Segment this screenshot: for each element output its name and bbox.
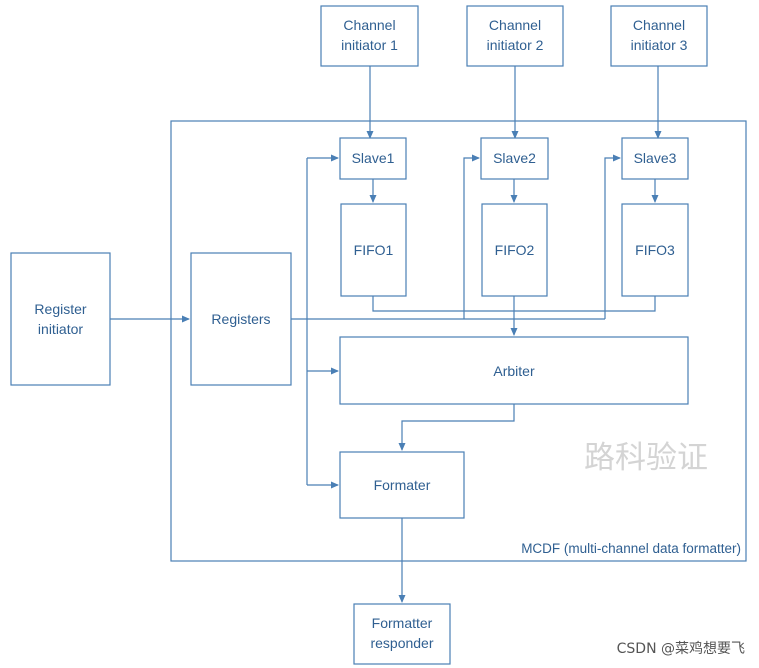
mcdf-container-label: MCDF (multi-channel data formatter) xyxy=(521,541,741,556)
arbiter-label: Arbiter xyxy=(493,363,535,379)
fifo-1: FIFO1 xyxy=(340,203,407,297)
registers-block: Registers xyxy=(190,252,292,386)
formater-label: Formater xyxy=(374,477,431,493)
slave-1: Slave1 xyxy=(339,137,407,180)
slave-3: Slave3 xyxy=(621,137,689,180)
watermark-text: 路科验证 xyxy=(584,440,708,476)
slave-3-label: Slave3 xyxy=(634,150,677,166)
register-initiator: Register initiator xyxy=(10,252,111,386)
register-initiator-line2: initiator xyxy=(38,321,83,337)
connector-arbiter-formater xyxy=(398,404,515,451)
register-initiator-line1: Register xyxy=(34,301,86,317)
registers-label: Registers xyxy=(211,311,270,327)
channel-initiator-3-line2: initiator 3 xyxy=(631,37,688,53)
formatter-responder-line2: responder xyxy=(370,635,433,651)
formatter-responder: Formatter responder xyxy=(353,603,451,665)
channel-initiator-3-line1: Channel xyxy=(633,17,685,33)
channel-initiator-1: Channel initiator 1 xyxy=(320,5,419,67)
channel-initiator-2: Channel initiator 2 xyxy=(466,5,564,67)
channel-initiator-1-line2: initiator 1 xyxy=(341,37,398,53)
channel-initiator-1-line1: Channel xyxy=(343,17,395,33)
channel-initiator-2-line2: initiator 2 xyxy=(487,37,544,53)
slave-2-label: Slave2 xyxy=(493,150,536,166)
channel-initiator-2-line1: Channel xyxy=(489,17,541,33)
fifo-3-label: FIFO3 xyxy=(635,242,675,258)
fifo-3: FIFO3 xyxy=(621,203,689,297)
slave-1-label: Slave1 xyxy=(352,150,395,166)
credit-text: CSDN @菜鸡想要飞 xyxy=(617,640,745,657)
fifo-2: FIFO2 xyxy=(481,203,548,297)
fifo-2-label: FIFO2 xyxy=(495,242,535,258)
connector-regbus-slave2 xyxy=(463,154,480,319)
connector-regbus-slave3 xyxy=(604,154,621,319)
connector-fifo1-arbiter xyxy=(372,296,514,312)
connector-fifo3-arbiter xyxy=(514,296,656,312)
arbiter-block: Arbiter xyxy=(339,336,689,405)
formatter-responder-line1: Formatter xyxy=(372,615,433,631)
slave-2: Slave2 xyxy=(480,137,549,180)
channel-initiator-3: Channel initiator 3 xyxy=(610,5,708,67)
mcdf-container xyxy=(170,120,747,562)
formater-block: Formater xyxy=(339,451,465,519)
fifo-1-label: FIFO1 xyxy=(354,242,394,258)
